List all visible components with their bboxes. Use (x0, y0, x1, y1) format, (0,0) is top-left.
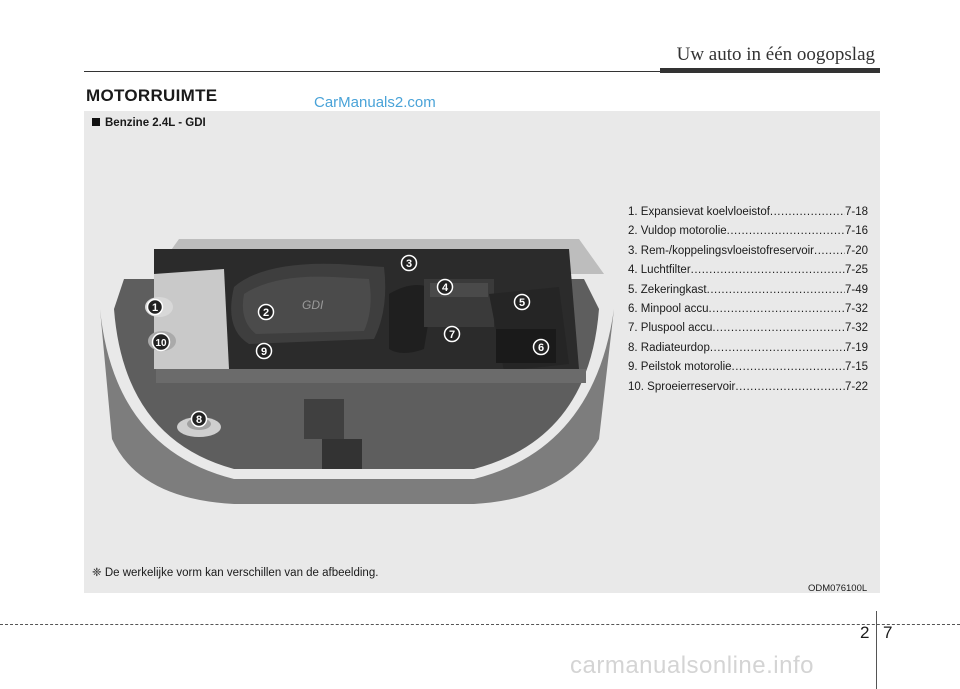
engine-variant: Benzine 2.4L - GDI (92, 117, 206, 129)
callout-8: 8 (190, 410, 208, 428)
callout-7: 7 (443, 325, 461, 343)
callout-4: 4 (436, 278, 454, 296)
footer-divider (876, 611, 877, 689)
legend-row: 8. Radiateurdop7-19 (628, 339, 868, 358)
callout-6: 6 (532, 338, 550, 356)
watermark-bottom[interactable]: carmanualsonline.info (570, 652, 814, 679)
section-title: MOTORRUIMTE (86, 86, 218, 105)
image-code: ODM076100L (808, 583, 868, 594)
callout-10: 10 (151, 332, 171, 352)
legend-row: 9. Peilstok motorolie7-15 (628, 358, 868, 377)
header-rule-accent (660, 68, 880, 73)
legend-row: 6. Minpool accu7-32 (628, 300, 868, 319)
legend-row: 1. Expansievat koelvloeistof7-18 (628, 203, 868, 222)
svg-text:10: 10 (155, 338, 167, 349)
callout-9: 9 (255, 342, 273, 360)
disclaimer-note: ❈ De werkelijke vorm kan verschillen van… (92, 567, 379, 579)
svg-text:8: 8 (196, 414, 202, 426)
svg-text:3: 3 (406, 258, 412, 270)
callout-3: 3 (400, 254, 418, 272)
callout-2: 2 (257, 303, 275, 321)
engine-variant-label: Benzine 2.4L - GDI (105, 117, 206, 129)
svg-text:1: 1 (152, 302, 158, 314)
page-number: 7 (883, 623, 893, 642)
callout-5: 5 (513, 293, 531, 311)
svg-text:6: 6 (538, 342, 544, 354)
callout-1: 1 (146, 298, 164, 316)
svg-text:2: 2 (263, 307, 269, 319)
square-bullet-icon (92, 118, 100, 126)
engine-bay-illustration: GDI 1 2 3 4 5 6 7 8 9 10 (84, 199, 624, 509)
engine-badge: GDI (302, 298, 324, 312)
svg-text:7: 7 (449, 329, 455, 341)
legend-row: 2. Vuldop motorolie7-16 (628, 222, 868, 241)
legend-row: 5. Zekeringkast7-49 (628, 281, 868, 300)
watermark-top[interactable]: CarManuals2.com (314, 94, 436, 111)
footer-rule (0, 624, 960, 625)
svg-text:9: 9 (261, 346, 267, 358)
component-legend: 1. Expansievat koelvloeistof7-18 2. Vuld… (628, 203, 868, 397)
chapter-title: Uw auto in één oogopslag (676, 44, 875, 65)
header-rule (84, 71, 880, 72)
svg-text:5: 5 (519, 297, 525, 309)
chapter-number: 2 (860, 623, 870, 642)
legend-row: 3. Rem-/koppelingsvloeistofreservoir7-20 (628, 242, 868, 261)
legend-row: 7. Pluspool accu7-32 (628, 319, 868, 338)
legend-row: 4. Luchtfilter7-25 (628, 261, 868, 280)
svg-text:4: 4 (442, 282, 449, 294)
legend-row: 10. Sproeierreservoir7-22 (628, 378, 868, 397)
